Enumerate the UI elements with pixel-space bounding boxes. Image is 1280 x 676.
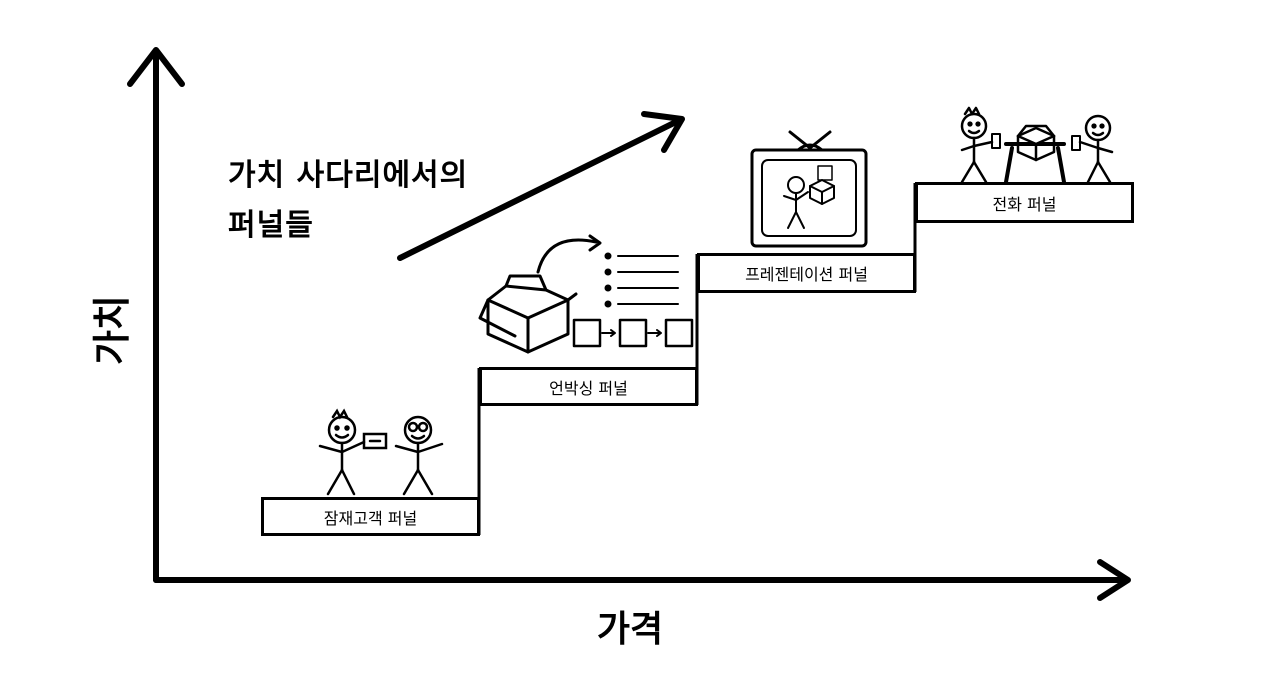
tv-presentation-icon xyxy=(750,130,868,248)
phone-call-table-icon xyxy=(960,106,1114,184)
step-prospect-funnel: 잠재고객 퍼널 xyxy=(261,497,480,536)
open-box-process-icon xyxy=(478,234,694,354)
step-phone-funnel: 전화 퍼널 xyxy=(915,182,1134,223)
step-label: 프레젠테이션 퍼널 xyxy=(745,265,868,284)
y-axis-label: 가치 xyxy=(90,295,134,365)
trend-arrow-icon xyxy=(397,111,685,261)
step-label: 잠재고객 퍼널 xyxy=(323,508,418,528)
step-presentation-funnel: 프레젠테이션 퍼널 xyxy=(697,253,916,293)
x-axis-arrowhead xyxy=(1097,559,1131,601)
stick-figures-handshake-icon xyxy=(318,408,444,496)
step-label: 언박싱 퍼널 xyxy=(549,378,628,398)
step-label: 전화 퍼널 xyxy=(992,194,1057,214)
step-unboxing-funnel: 언박싱 퍼널 xyxy=(479,367,698,406)
x-axis-label: 가격 xyxy=(596,609,664,650)
y-axis-arrowhead xyxy=(127,47,185,87)
diagram-title-line-2: 퍼널들 xyxy=(228,208,314,243)
axes xyxy=(127,47,1131,601)
diagram-title-line-1: 가치 사다리에서의 xyxy=(228,158,469,193)
